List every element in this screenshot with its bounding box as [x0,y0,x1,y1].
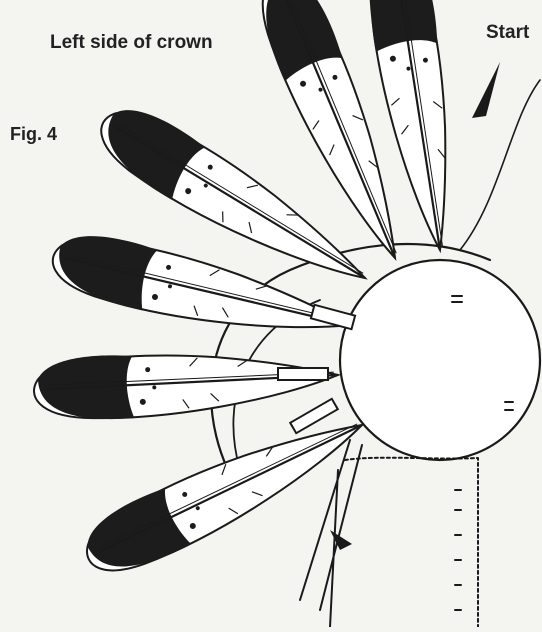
start-string [460,80,540,250]
feather-6 [74,400,377,587]
feather-5 [33,347,339,422]
binding-wrap-3 [290,399,338,433]
trailer-strip [345,458,478,627]
figure-label: Fig. 4 [10,124,57,145]
start-arrow [472,62,500,118]
binding-wrap-2 [278,368,328,380]
crown-cap-circle [340,260,540,460]
start-label: Start [486,22,529,44]
diagram-title: Left side of crown [50,32,213,54]
